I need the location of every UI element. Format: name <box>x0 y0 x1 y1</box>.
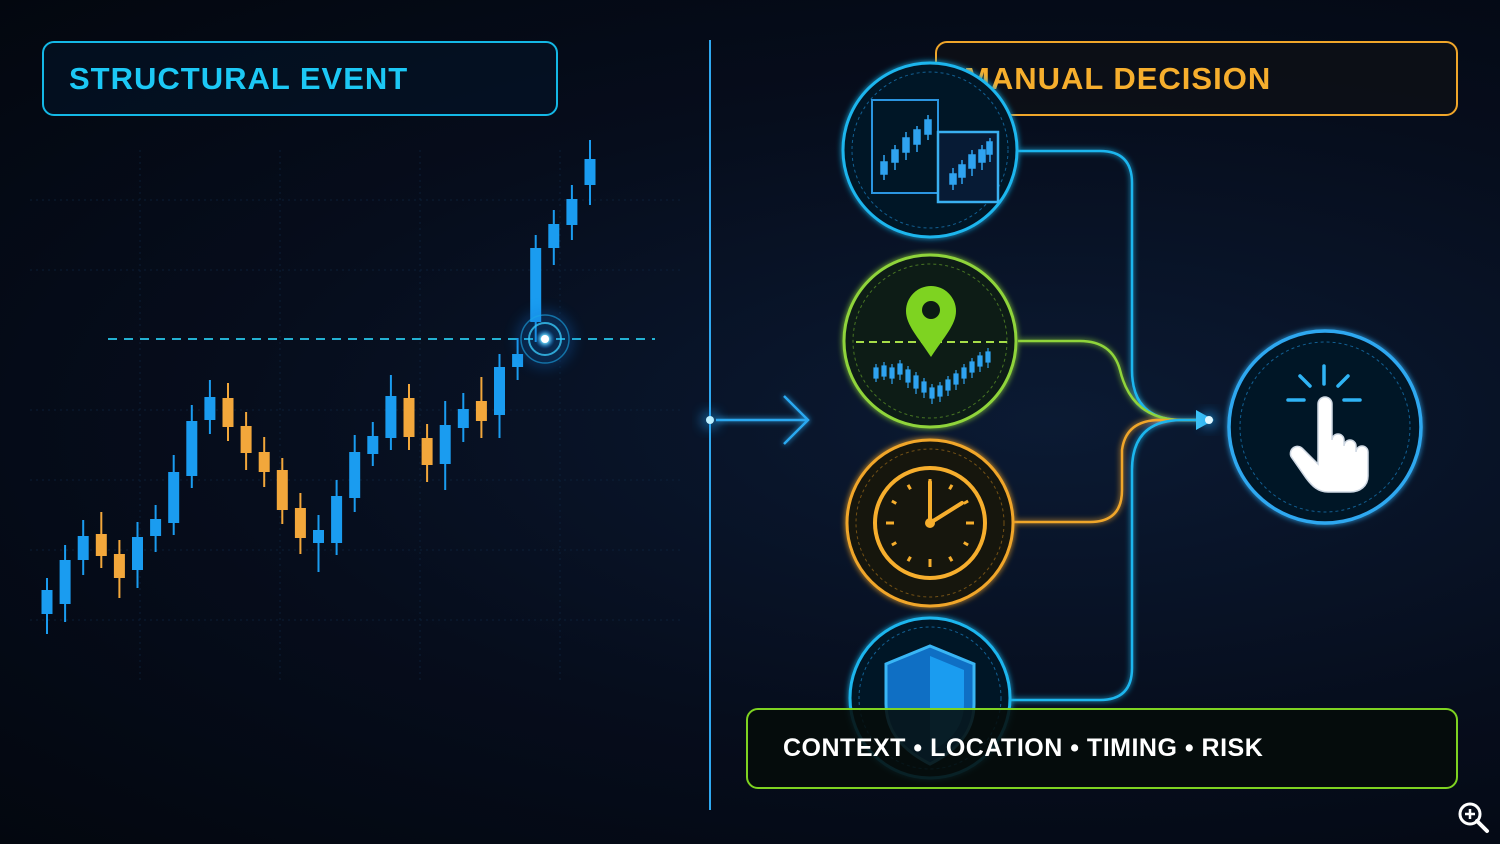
manual-decision-title: MANUAL DECISION <box>935 41 1458 116</box>
location-node <box>842 253 1018 429</box>
candle <box>150 505 162 552</box>
candle <box>457 393 469 442</box>
clock-tick <box>891 499 897 505</box>
convergence-arrow <box>1196 410 1217 430</box>
candle <box>566 185 578 240</box>
clock-tick <box>948 484 954 490</box>
candle <box>584 140 596 205</box>
candle <box>222 383 234 441</box>
candle <box>439 401 451 490</box>
candle <box>186 405 198 488</box>
candle <box>95 512 107 568</box>
candle <box>367 422 379 466</box>
clock-tick <box>948 556 954 562</box>
candle <box>294 493 306 554</box>
clock-tick <box>906 484 912 490</box>
connectors <box>1008 149 1210 702</box>
decision-node <box>1227 329 1423 525</box>
candle <box>41 578 53 634</box>
clock-tick <box>963 541 969 547</box>
candle <box>168 455 180 535</box>
breakout-point <box>515 309 575 369</box>
candle <box>132 522 143 588</box>
zoom-icon[interactable] <box>1456 800 1490 834</box>
candle <box>349 435 361 512</box>
candle <box>258 437 270 487</box>
candle <box>475 377 487 438</box>
candle <box>59 545 71 622</box>
candle <box>548 210 560 265</box>
candle <box>276 458 288 524</box>
candle <box>240 412 252 470</box>
candle <box>204 380 216 434</box>
chart-grid <box>30 150 680 680</box>
clock-tick <box>891 541 897 547</box>
arrow-right-icon <box>716 395 810 445</box>
candle <box>313 515 324 572</box>
candle <box>77 520 89 575</box>
candle <box>113 540 125 598</box>
clock-tick <box>963 499 969 505</box>
multi-timeframe-chart-icon <box>871 99 1000 204</box>
candle <box>421 424 433 482</box>
candlestick-series <box>41 140 596 634</box>
context-node <box>841 61 1019 239</box>
timing-node <box>845 438 1015 608</box>
location-pin-icon <box>906 286 956 357</box>
decision-factors-box: CONTEXT • LOCATION • TIMING • RISK <box>746 708 1458 789</box>
divider <box>701 30 719 820</box>
clock-icon <box>873 466 987 580</box>
candle <box>331 480 343 555</box>
candle <box>385 375 397 450</box>
clock-tick <box>906 556 912 562</box>
candle <box>494 354 505 438</box>
candle <box>403 384 415 450</box>
structural-event-title: STRUCTURAL EVENT <box>42 41 558 116</box>
tap-hand-icon <box>1286 364 1369 493</box>
